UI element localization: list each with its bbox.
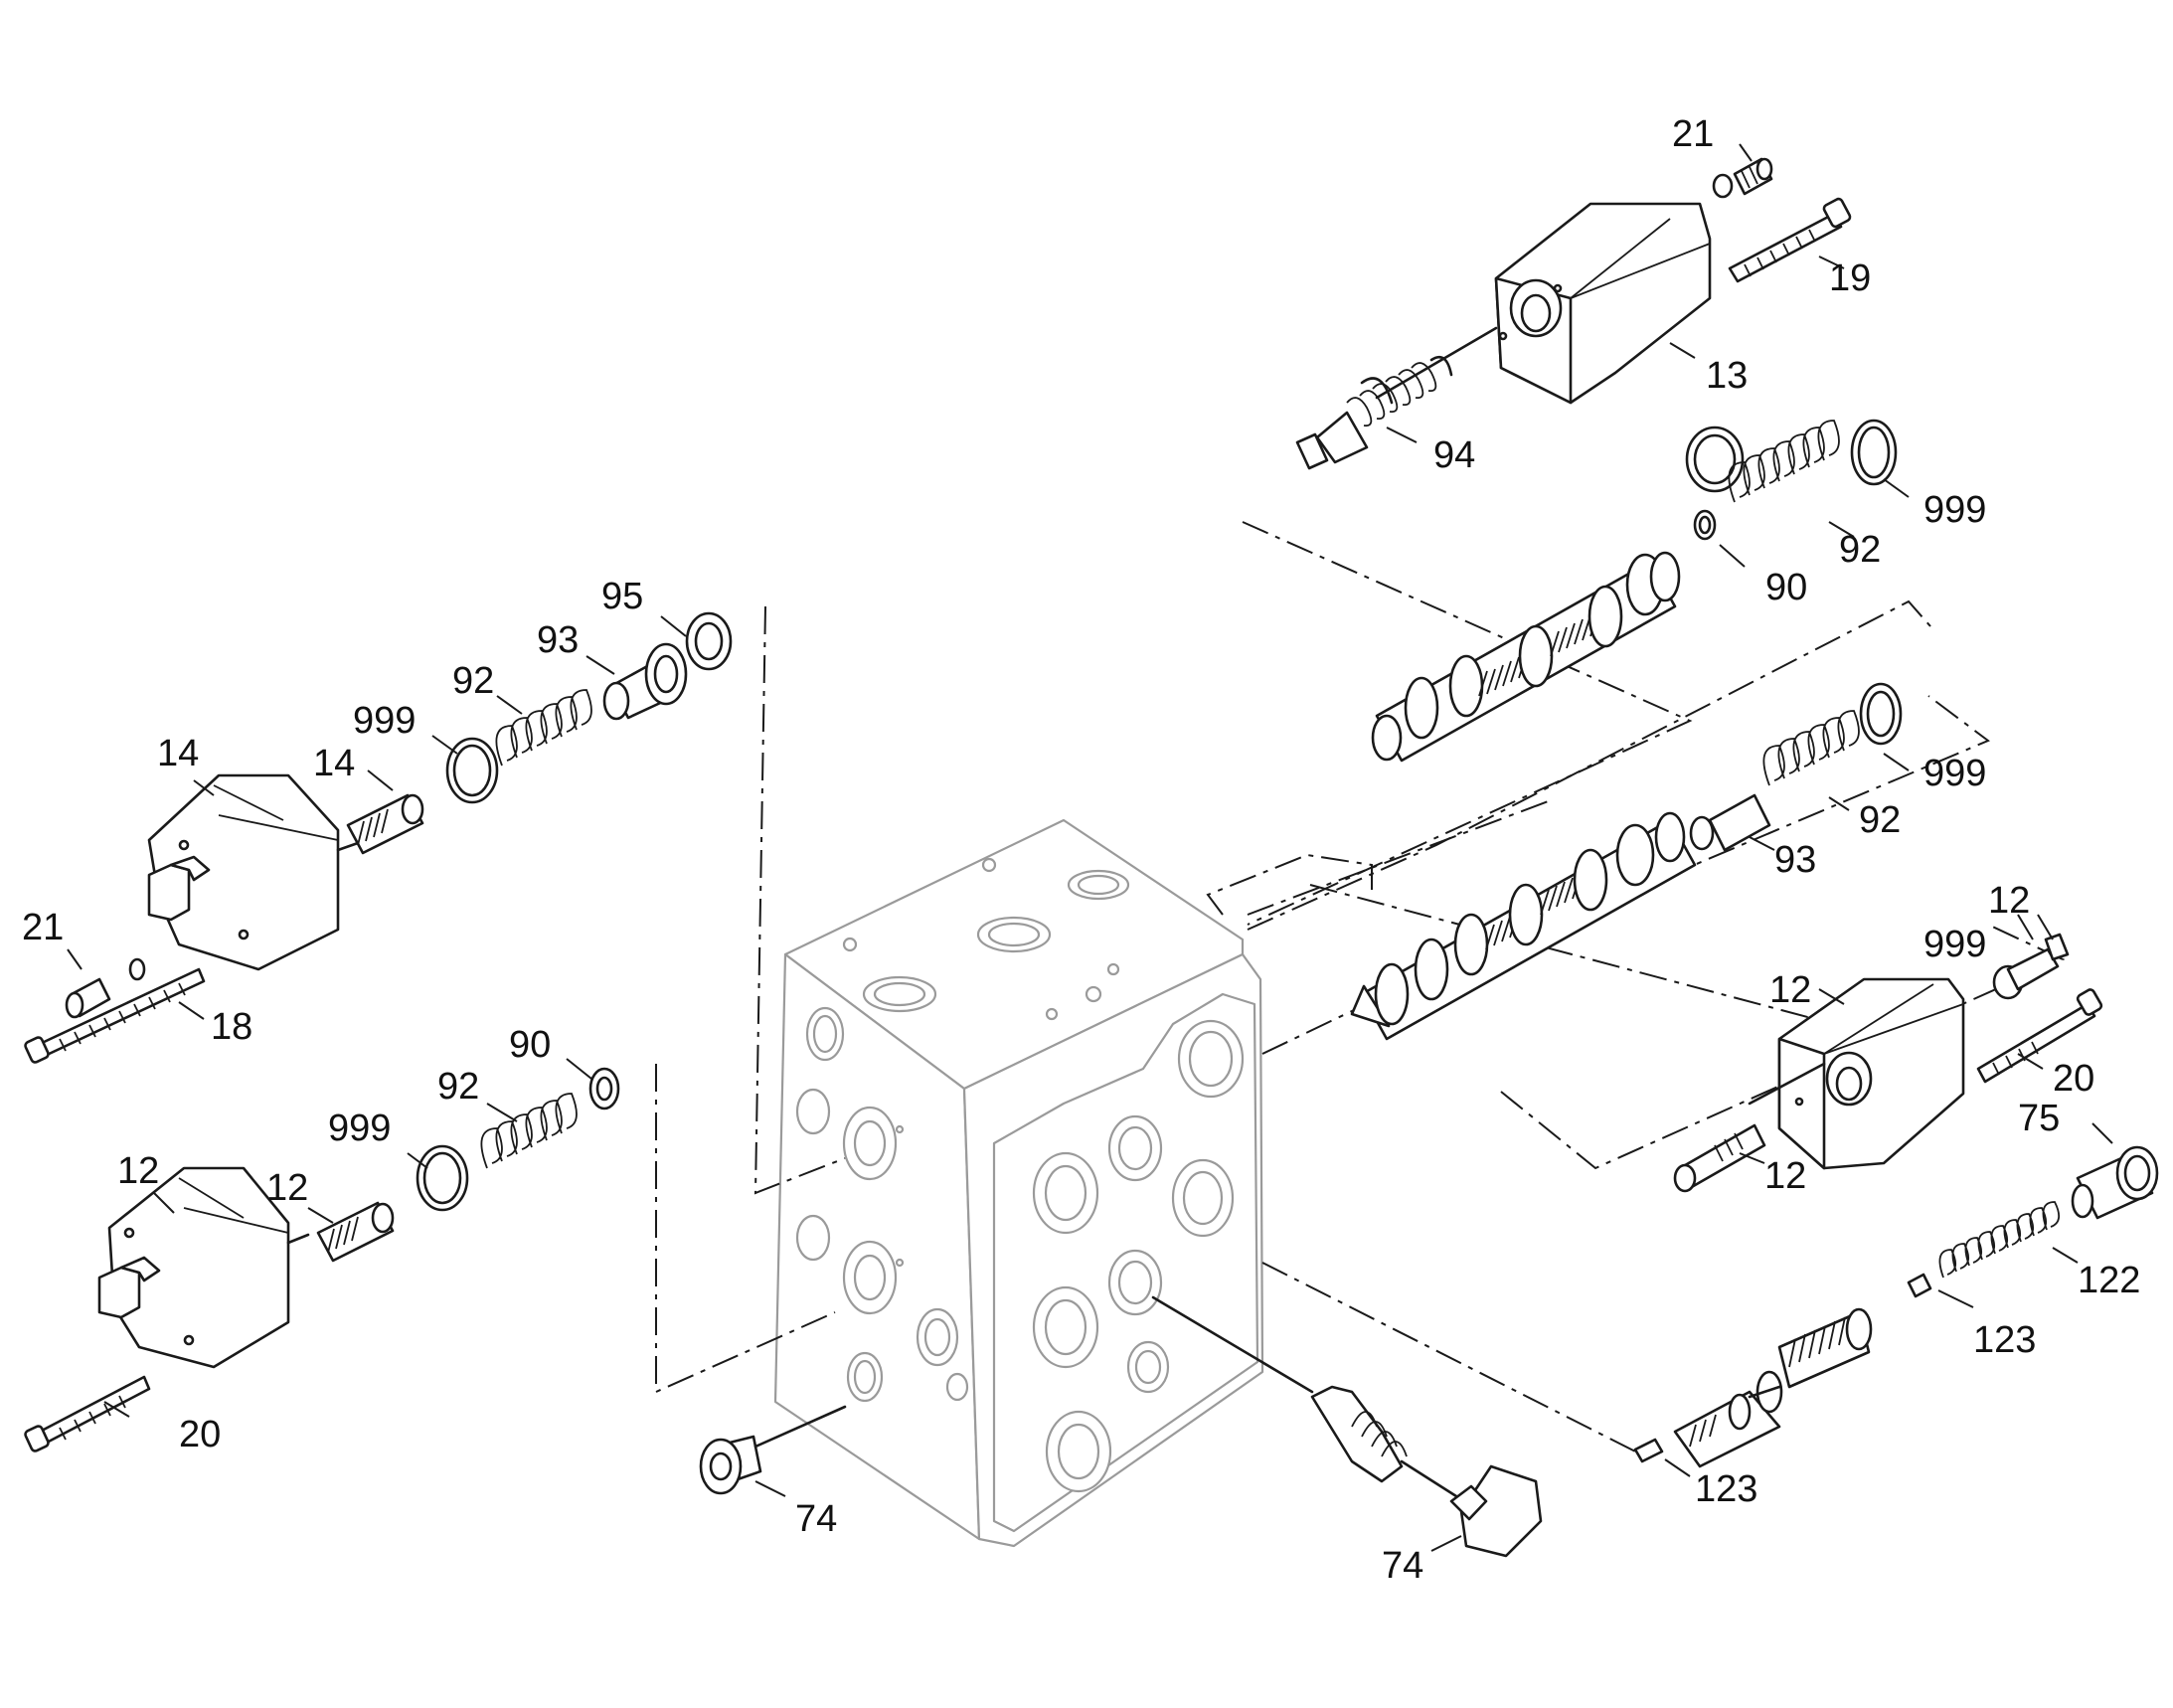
cap-12-right xyxy=(1748,977,1965,1170)
label-12-cap-right: 12 xyxy=(1769,969,1811,1011)
label-12-plug-left: 12 xyxy=(266,1167,308,1209)
label-122: 122 xyxy=(2078,1260,2140,1301)
screw-20-right xyxy=(1976,988,2103,1084)
spring-92-right-lower xyxy=(1689,682,1903,852)
plug-12-small xyxy=(1673,1123,1766,1193)
label-14-cap: 14 xyxy=(157,733,199,774)
cap-12-left xyxy=(97,1166,310,1369)
spool-upper xyxy=(1685,420,1840,541)
label-90-left: 90 xyxy=(509,1024,551,1066)
plug-21-left xyxy=(65,957,146,1019)
label-75: 75 xyxy=(2018,1098,2060,1139)
oring-999-upper xyxy=(1850,419,1898,486)
label-90-upper-right: 90 xyxy=(1765,567,1807,608)
label-13: 13 xyxy=(1706,355,1748,397)
label-12-cap-left: 12 xyxy=(117,1150,159,1192)
plunger-93 xyxy=(602,642,688,721)
plug-75 xyxy=(2071,1145,2159,1220)
spring-92-left-upper xyxy=(495,689,592,767)
spring-92-left-lower xyxy=(480,1093,578,1169)
label-999-left-upper: 999 xyxy=(353,700,416,742)
cap-13 xyxy=(1375,202,1712,405)
washer-999-right xyxy=(1992,933,2070,1000)
label-93-left: 93 xyxy=(537,619,579,661)
plug-74-right xyxy=(1449,1464,1543,1558)
plug-12-left xyxy=(316,1201,395,1263)
label-999-cap-right: 999 xyxy=(1923,924,1986,965)
label-74-left: 74 xyxy=(795,1498,837,1540)
label-92-left-lower: 92 xyxy=(437,1066,479,1108)
oring-999-left xyxy=(445,737,499,804)
label-18: 18 xyxy=(211,1006,252,1048)
label-93-right: 93 xyxy=(1774,839,1816,881)
spool-main-upper xyxy=(1371,551,1681,763)
label-95: 95 xyxy=(601,576,643,617)
valve-74-insert xyxy=(1151,1295,1458,1498)
plug-21-top xyxy=(1712,157,1773,199)
label-999-mid-right: 999 xyxy=(1923,753,1986,794)
spool-main-lower xyxy=(1350,811,1697,1041)
label-21-top: 21 xyxy=(1672,113,1714,155)
plug-74-left xyxy=(699,1405,847,1495)
label-19: 19 xyxy=(1829,257,1871,299)
label-20-right: 20 xyxy=(2053,1058,2094,1100)
spring-122 xyxy=(1938,1201,2061,1279)
label-94: 94 xyxy=(1433,434,1475,476)
plug-14-small xyxy=(346,793,424,855)
label-999-left-lower: 999 xyxy=(328,1108,391,1149)
label-92-left-upper: 92 xyxy=(452,660,494,702)
label-74-right: 74 xyxy=(1382,1545,1423,1587)
cap-14 xyxy=(147,773,360,971)
label-92-mid-right: 92 xyxy=(1859,799,1901,841)
part-labels: 21 19 13 94 999 92 90 95 93 92 999 14 14… xyxy=(22,113,2140,1587)
spring-94 xyxy=(1295,355,1453,470)
screw-19 xyxy=(1728,197,1852,283)
leader-lines xyxy=(67,143,2113,1552)
screw-18 xyxy=(24,967,206,1064)
label-21-left: 21 xyxy=(22,907,64,948)
label-12-plug-right: 12 xyxy=(1764,1155,1806,1197)
label-20-left: 20 xyxy=(179,1414,221,1455)
label-92-upper-right: 92 xyxy=(1839,529,1881,571)
oring-999-left-lower xyxy=(416,1144,469,1212)
washer-95 xyxy=(685,611,733,671)
spool-123 xyxy=(1633,1273,1932,1468)
screw-20-left xyxy=(24,1375,151,1452)
label-123-upper: 123 xyxy=(1973,1319,2036,1361)
label-14-plug: 14 xyxy=(313,743,355,784)
label-12-top-right: 12 xyxy=(1988,880,2030,922)
washer-90-left xyxy=(588,1067,620,1110)
label-123-lower: 123 xyxy=(1695,1468,1757,1510)
label-999-upper-right: 999 xyxy=(1923,489,1986,531)
valve-body xyxy=(773,818,1264,1548)
